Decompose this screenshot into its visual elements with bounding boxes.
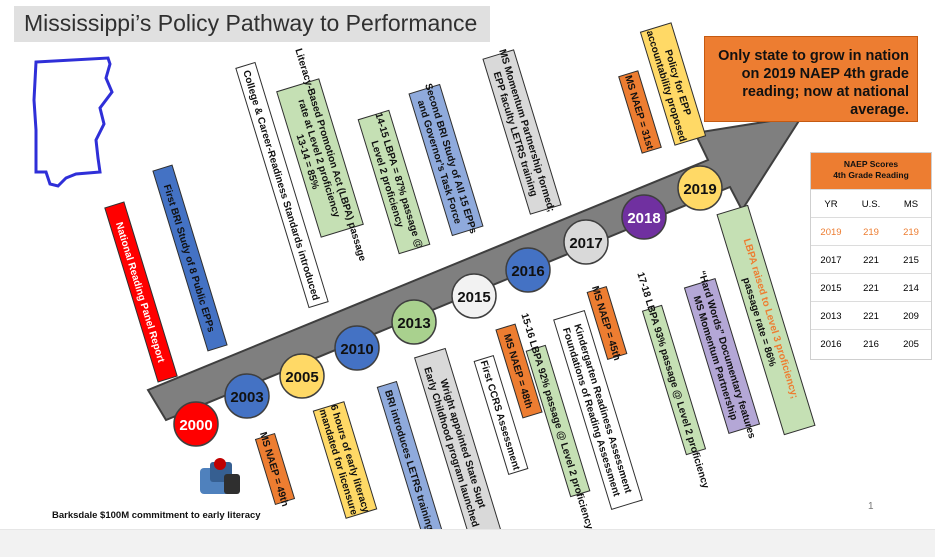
year-circle (391, 299, 437, 345)
naep-cell: 209 (903, 311, 919, 322)
event-box (473, 355, 529, 475)
naep-cell: 221 (863, 255, 879, 266)
year-label: 2013 (397, 315, 430, 332)
year-label: 2005 (285, 369, 318, 386)
naep-column-header: YR (824, 199, 838, 210)
year-node-2003: 2003 (224, 373, 270, 419)
naep-table-row: 2017 221 215 (811, 245, 931, 274)
naep-cell: 2017 (820, 255, 842, 266)
above-event-4: 14-15 LBPA = 87% passage @Level 2 profic… (357, 109, 431, 255)
page-title: Mississippi’s Policy Pathway to Performa… (24, 10, 478, 36)
event-text: BRI introduces LETRS training (382, 389, 435, 532)
year-circle (563, 219, 609, 265)
year-circle (173, 401, 219, 447)
year-node-2016: 2016 (505, 247, 551, 293)
naep-cell: 2013 (820, 311, 842, 322)
event-box (618, 70, 662, 154)
naep-cell: 216 (863, 339, 879, 350)
naep-cell: 2016 (820, 339, 842, 350)
naep-cell: 221 (863, 283, 879, 294)
year-label: 2010 (340, 341, 373, 358)
year-label: 2003 (230, 389, 263, 406)
naep-cell: 214 (903, 283, 919, 294)
year-label: 2018 (627, 210, 660, 227)
naep-cell: 219 (863, 227, 879, 238)
event-box (357, 109, 431, 255)
books-icon (200, 458, 240, 494)
event-box (639, 22, 707, 146)
naep-table-column-headers: YR U.S. MS (811, 189, 931, 218)
page-number: 1 (868, 501, 874, 512)
barksdale-note: Barksdale $100M commitment to early lite… (52, 510, 261, 521)
year-label: 2016 (511, 263, 544, 280)
event-box (152, 164, 228, 352)
naep-cell: 2019 (820, 227, 842, 238)
naep-table-title-1: NAEP Scores (843, 159, 899, 169)
year-circle (224, 373, 270, 419)
year-label: 2000 (179, 417, 212, 434)
year-circle (677, 165, 723, 211)
above-event-6: MS Momentum Partnership formed;EPP facul… (482, 48, 562, 215)
year-node-2000: 2000 (173, 401, 219, 447)
event-box (254, 432, 296, 506)
event-box (641, 304, 707, 456)
above-event-1: First BRI Study of 8 Public EPPs (152, 164, 228, 352)
event-box (276, 78, 364, 238)
footer-bar (0, 529, 935, 557)
year-node-2013: 2013 (391, 299, 437, 345)
naep-cell: 2015 (820, 283, 842, 294)
event-box (683, 278, 761, 434)
title-banner (14, 6, 490, 42)
naep-table-row: 2019 219 219 (811, 217, 931, 246)
above-event-0: National Reading Panel Report (104, 201, 178, 383)
event-box (235, 61, 329, 309)
naep-table-row: 2016 216 205 (811, 329, 931, 358)
year-node-2005: 2005 (279, 353, 325, 399)
naep-scores-table: NAEP Scores 4th Grade Reading YR U.S. MS 20… (810, 152, 932, 360)
naep-table-row: 2015 221 214 (811, 273, 931, 302)
event-box (312, 401, 378, 519)
year-node-2018: 2018 (621, 194, 667, 240)
year-node-2010: 2010 (334, 325, 380, 371)
event-box (482, 49, 562, 215)
naep-column-header: U.S. (861, 199, 881, 210)
event-box (104, 201, 178, 383)
event-text: First BRI Study of 8 Public EPPs (161, 183, 217, 334)
event-box (525, 344, 591, 498)
event-box (495, 323, 543, 419)
naep-table-title-2: 4th Grade Reading (833, 170, 909, 180)
year-label: 2017 (569, 235, 602, 252)
year-circle (505, 247, 551, 293)
below-event-0: MS NAEP = 49th (254, 431, 296, 508)
year-label: 2019 (683, 181, 716, 198)
event-box (408, 83, 484, 237)
year-node-2019: 2019 (677, 165, 723, 211)
event-box (586, 285, 628, 361)
event-box (553, 310, 643, 510)
year-circle (279, 353, 325, 399)
year-circle (451, 273, 497, 319)
event-box (716, 204, 816, 436)
naep-table-row: 2013 221 209 (811, 301, 931, 330)
naep-growth-callout: Only state to grow in nation on 2019 NAE… (704, 36, 918, 122)
year-circle (621, 194, 667, 240)
naep-table-header: NAEP Scores 4th Grade Reading (811, 153, 931, 189)
naep-cell: 221 (863, 311, 879, 322)
above-event-7: MS NAEP = 31st (618, 70, 662, 154)
year-node-2017: 2017 (563, 219, 609, 265)
year-circle (334, 325, 380, 371)
mississippi-map-icon (32, 56, 114, 188)
naep-cell: 205 (903, 339, 919, 350)
year-label: 2015 (457, 289, 490, 306)
naep-cell: 215 (903, 255, 919, 266)
naep-column-header: MS (903, 199, 919, 210)
year-node-2015: 2015 (451, 273, 497, 319)
event-text: National Reading Panel Report (113, 221, 166, 365)
naep-cell: 219 (903, 227, 919, 238)
